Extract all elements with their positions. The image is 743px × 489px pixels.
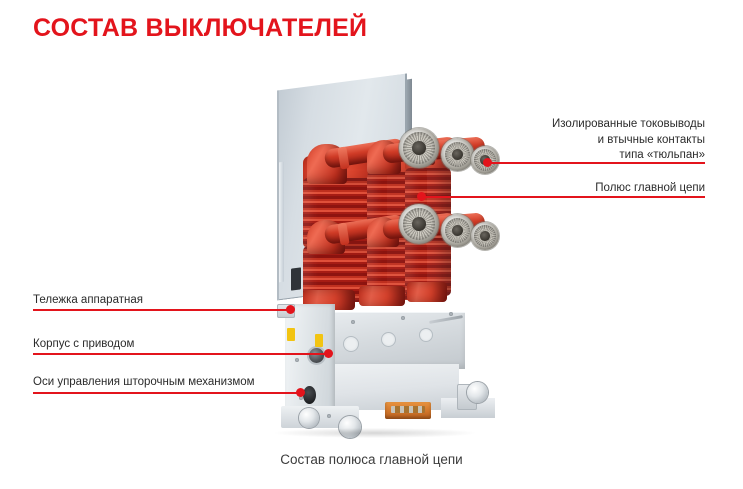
trolley-wheel-graphic bbox=[299, 408, 319, 428]
callout-line: типа «тюльпан» bbox=[619, 149, 705, 161]
tulip-contact-graphic bbox=[441, 214, 474, 247]
callout-drive-housing: Корпус с приводом bbox=[33, 337, 134, 353]
callout-line: и втычные контакты bbox=[597, 133, 705, 146]
leader-dot-insulated-current-leads bbox=[483, 158, 492, 167]
warning-sticker-graphic bbox=[287, 328, 295, 341]
callout-shutter-mechanism-axes: Оси управления шторочным механизмом bbox=[33, 375, 255, 391]
figure-shadow bbox=[275, 428, 475, 438]
trolley-wheel-graphic bbox=[339, 416, 361, 438]
callout-line: Оси управления шторочным механизмом bbox=[33, 376, 255, 388]
leader-line-drive-housing bbox=[33, 353, 328, 355]
callout-line: Тележка аппаратная bbox=[33, 294, 143, 306]
pole-base-graphic bbox=[407, 282, 447, 302]
cabinet-latch-graphic bbox=[291, 267, 301, 291]
callout-line: Корпус с приводом bbox=[33, 338, 135, 350]
terminal-block-graphic bbox=[385, 402, 431, 419]
access-opening-graphic bbox=[303, 386, 316, 404]
callout-line: Полюс главной цепи bbox=[595, 182, 705, 194]
warning-sticker-graphic bbox=[315, 334, 323, 347]
cabinet-panel-edge-graphic bbox=[279, 161, 284, 283]
tulip-contact-graphic bbox=[441, 138, 474, 171]
leader-dot-main-circuit-pole bbox=[417, 192, 426, 201]
callout-apparatus-trolley: Тележка аппаратная bbox=[33, 293, 143, 309]
vacuum-circuit-breaker-photo bbox=[255, 70, 515, 440]
chassis-front-plate-graphic bbox=[285, 304, 335, 426]
callout-main-circuit-pole: Полюс главной цепи bbox=[405, 181, 705, 197]
leader-dot-shutter-mechanism-axes bbox=[296, 388, 305, 397]
tulip-contact-graphic bbox=[399, 128, 439, 168]
leader-line-apparatus-trolley bbox=[33, 309, 291, 311]
tulip-contact-graphic bbox=[399, 204, 439, 244]
leader-line-main-circuit-pole bbox=[423, 196, 705, 198]
leader-line-insulated-current-leads bbox=[488, 162, 705, 164]
vent-graphic bbox=[381, 332, 396, 347]
page-title: СОСТАВ ВЫКЛЮЧАТЕЛЕЙ bbox=[33, 14, 368, 42]
pole-base-graphic bbox=[359, 286, 405, 306]
vent-graphic bbox=[343, 336, 359, 352]
trolley-wheel-graphic bbox=[467, 382, 488, 403]
apparatus-trolley-graphic bbox=[277, 298, 495, 440]
leader-dot-apparatus-trolley bbox=[286, 305, 295, 314]
callout-line: Изолированные токовыводы bbox=[552, 118, 705, 130]
shutter-drive-port-graphic bbox=[309, 348, 324, 363]
callout-insulated-current-leads: Изолированные токовыводы и втычные конта… bbox=[405, 117, 705, 164]
vent-graphic bbox=[419, 328, 433, 342]
leader-dot-drive-housing bbox=[324, 349, 333, 358]
leader-line-shutter-mechanism-axes bbox=[33, 392, 301, 394]
tulip-contact-graphic bbox=[471, 222, 499, 250]
figure-caption: Состав полюса главной цепи bbox=[280, 452, 463, 467]
